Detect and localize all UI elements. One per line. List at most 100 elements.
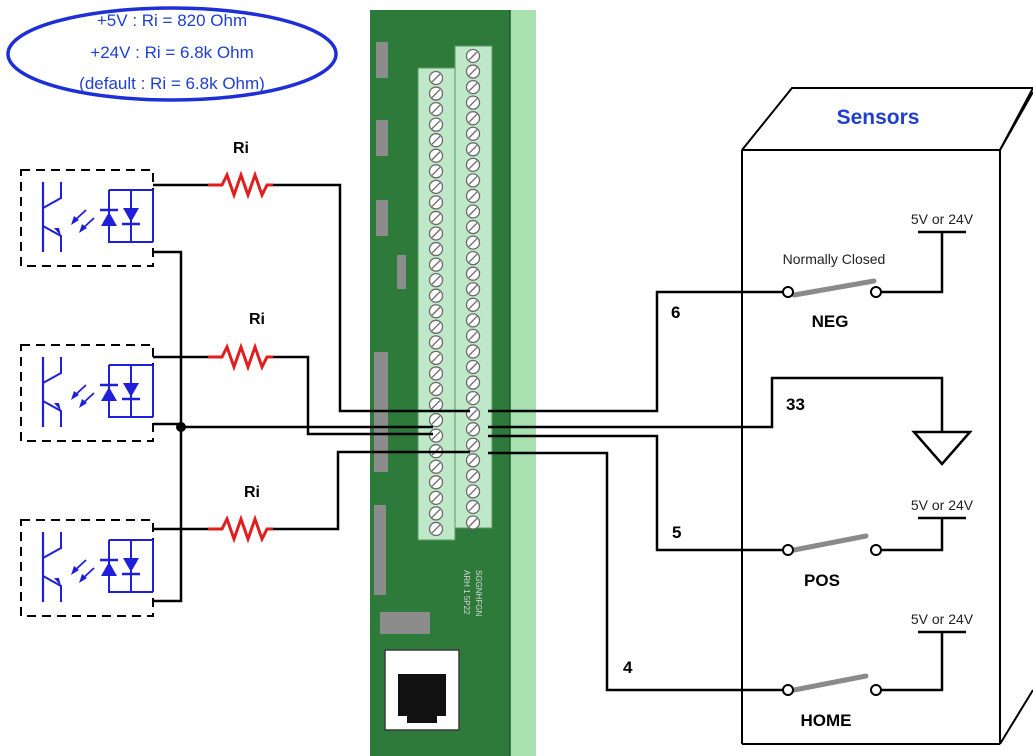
- wire: [273, 183, 470, 413]
- terminal-screw-icon: [465, 266, 481, 281]
- terminal-screw-icon: [465, 126, 481, 141]
- wire-home: [488, 451, 788, 692]
- terminal-screw-icon: [465, 297, 481, 312]
- pin-label-neg: 6: [671, 303, 680, 322]
- optocoupler-1: [19, 168, 155, 268]
- terminal-screw-icon: [428, 506, 444, 521]
- terminal-screw-icon: [428, 226, 444, 241]
- board-component: [397, 255, 406, 289]
- terminal-screw-icon: [428, 288, 444, 303]
- terminal-screw-icon: [465, 515, 481, 530]
- resistor-1: Ri: [208, 140, 273, 200]
- note-line-3: (default : Ri = 6.8k Ohm): [79, 74, 265, 93]
- terminal-screw-icon: [428, 117, 444, 132]
- controller-board: ARH 1 5P22 SGGNHFGN: [370, 10, 536, 756]
- terminal-screw-icon: [465, 64, 481, 79]
- terminal-screw-icon: [428, 335, 444, 350]
- note-line-1: +5V : Ri = 820 Ohm: [97, 11, 247, 30]
- home-switch: 5V or 24V HOME: [782, 611, 974, 730]
- terminal-screw-icon: [428, 210, 444, 226]
- pin-label-ground: 33: [786, 395, 805, 414]
- resistor-3-label: Ri: [244, 484, 260, 501]
- terminal-screw-icon: [465, 344, 481, 359]
- terminal-screw-icon: [428, 459, 444, 474]
- terminal-screw-icon: [465, 328, 481, 344]
- note-line-2: +24V : Ri = 6.8k Ohm: [90, 43, 253, 62]
- terminal-screw-icon: [428, 412, 444, 428]
- rj45-jack-icon: [398, 674, 446, 723]
- terminal-screw-icon: [465, 235, 481, 250]
- terminal-screw-icon: [465, 406, 481, 421]
- pin-label-home: 4: [623, 658, 633, 677]
- terminal-screw-icon: [428, 521, 444, 537]
- terminal-screw-icon: [465, 219, 481, 235]
- board-silkscreen-2: SGGNHFGN: [474, 570, 483, 616]
- terminal-screw-icon: [465, 359, 481, 375]
- terminal-screw-icon: [428, 241, 444, 257]
- sensors-title: Sensors: [837, 106, 920, 129]
- board-component: [376, 120, 388, 156]
- resistor-3: Ri: [208, 484, 273, 544]
- resistor-1-label: Ri: [233, 140, 249, 157]
- terminal-screw-icon: [428, 304, 444, 319]
- terminal-screw-icon: [428, 381, 444, 397]
- terminal-screw-icon: [465, 157, 481, 173]
- terminal-screw-icon: [465, 95, 481, 110]
- wire-neg: [488, 290, 788, 413]
- terminal-screw-icon: [428, 86, 444, 101]
- terminal-screw-icon: [465, 313, 481, 328]
- resistor-value-note: +5V : Ri = 820 Ohm +24V : Ri = 6.8k Ohm …: [6, 6, 338, 102]
- terminal-screw-icon: [428, 397, 444, 412]
- terminal-screw-icon: [465, 48, 481, 64]
- terminal-screw-icon: [465, 390, 481, 406]
- terminal-screw-icon: [465, 204, 481, 219]
- terminal-screw-icon: [428, 272, 444, 288]
- normally-closed-label: Normally Closed: [783, 251, 886, 267]
- terminal-screw-icon: [428, 101, 444, 117]
- terminal-screw-icon: [428, 350, 444, 366]
- terminal-screw-icon: [428, 164, 444, 179]
- terminal-screw-icon: [428, 490, 444, 506]
- optocoupler-2: [19, 343, 155, 443]
- board-component: [376, 200, 388, 236]
- terminal-screw-icon: [465, 453, 481, 468]
- board-silkscreen-1: ARH 1 5P22: [462, 570, 471, 615]
- terminal-screw-icon: [465, 422, 481, 437]
- terminal-screw-icon: [465, 375, 481, 390]
- optocoupler-3: [19, 518, 155, 618]
- pos-switch-label: POS: [804, 571, 840, 590]
- terminal-screw-icon: [428, 179, 444, 195]
- terminal-screw-icon: [465, 250, 481, 266]
- sensors-enclosure: Sensors: [741, 87, 1033, 745]
- neg-switch: Normally Closed 5V or 24V NEG: [782, 211, 974, 331]
- terminal-screw-icon: [465, 499, 481, 515]
- terminal-screws-right: [465, 48, 481, 530]
- terminal-screw-icon: [428, 195, 444, 210]
- terminal-screw-icon: [428, 319, 444, 334]
- terminal-screw-icon: [465, 79, 481, 95]
- terminal-screw-icon: [465, 468, 481, 484]
- terminal-screw-icon: [465, 484, 481, 499]
- wire-pos: [488, 434, 788, 552]
- terminal-screw-icon: [428, 475, 444, 490]
- terminal-screw-icon: [428, 70, 444, 86]
- wire: [273, 355, 433, 436]
- terminal-screw-icon: [465, 188, 481, 204]
- terminal-screw-icon: [465, 282, 481, 297]
- terminal-screw-icon: [428, 133, 444, 148]
- wire: [273, 450, 470, 531]
- pos-switch: 5V or 24V POS: [782, 497, 974, 590]
- terminal-screw-icon: [465, 173, 481, 188]
- terminal-screw-icon: [465, 142, 481, 157]
- terminal-screw-icon: [428, 366, 444, 381]
- terminal-screw-icon: [428, 257, 444, 272]
- neg-supply-label: 5V or 24V: [911, 211, 974, 227]
- resistor-2: Ri: [208, 311, 273, 372]
- terminal-screw-icon: [428, 148, 444, 163]
- board-component: [380, 612, 430, 634]
- terminal-screw-icon: [465, 437, 481, 452]
- board-component: [374, 505, 386, 595]
- wire-ground: [488, 376, 944, 432]
